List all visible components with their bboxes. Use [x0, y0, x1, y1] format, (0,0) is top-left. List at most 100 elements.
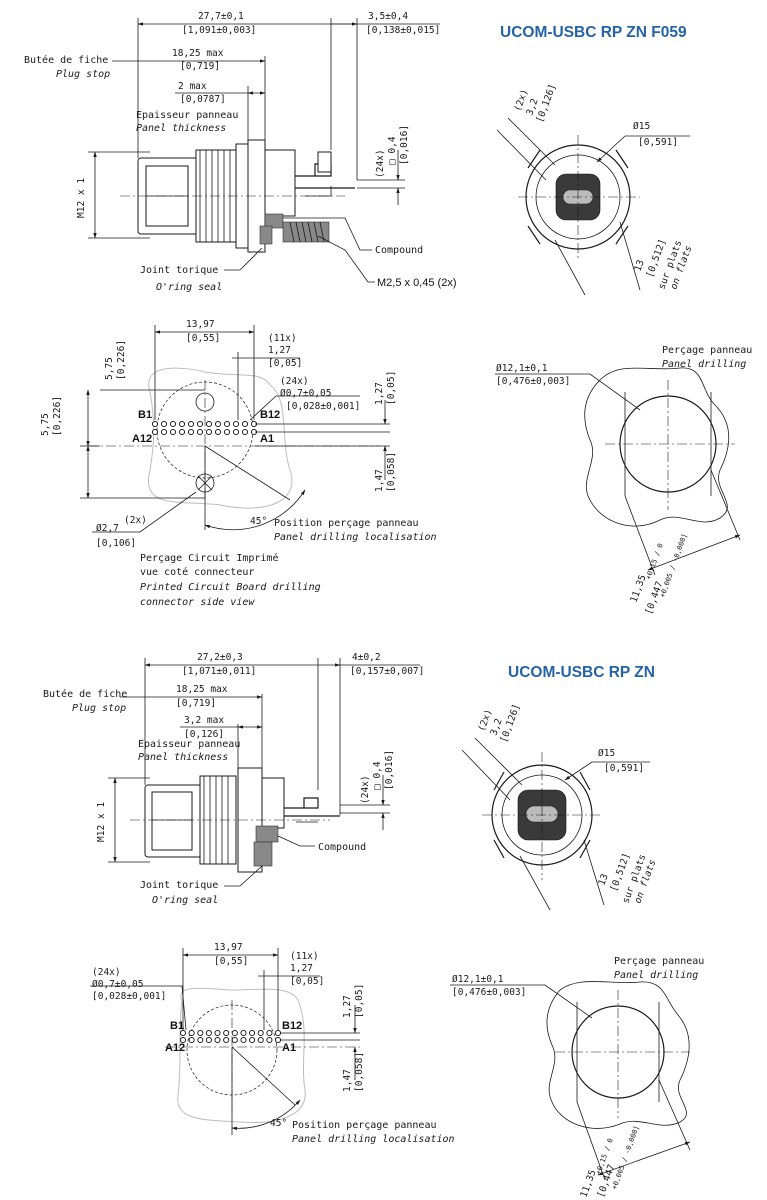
- bottom-overall-dim: 27,2±0,3: [197, 652, 243, 663]
- top-panelthick-label-en: Panel thickness: [136, 123, 226, 134]
- pcb-hole: [231, 1036, 238, 1044]
- top-pcb-position-en: Panel drilling localisation: [274, 532, 437, 543]
- pcb-hole: [178, 428, 186, 436]
- bottom-overall-dim-in: [1,071±0,011]: [182, 666, 256, 677]
- title-bottom: UCOM-USBC RP ZN: [508, 664, 655, 681]
- top-pcb-caption-2: vue coté connecteur: [140, 566, 254, 578]
- top-plugstop-dim-in: [0,719]: [180, 61, 220, 72]
- pcb-hole: [214, 420, 222, 428]
- pcb-hole: [188, 1036, 195, 1044]
- pcb-hole: [231, 1029, 238, 1037]
- top-pcb-pitch-count: (11x): [268, 333, 297, 344]
- pcb-hole: [178, 420, 186, 428]
- top-pin-b12: B12: [260, 409, 280, 421]
- bottom-panel-drilling: Perçage panneau Panel drilling Ø12,1±0,1…: [450, 956, 704, 1199]
- pcb-hole: [241, 428, 249, 436]
- pcb-hole: [169, 428, 177, 436]
- bottom-panelthick-dim-in: [0,126]: [184, 729, 224, 740]
- top-pcb-hole-dia: Ø0,7±0,05: [280, 388, 331, 399]
- bottom-oring-label-en: O'ring seal: [152, 895, 218, 906]
- top-side-view: 27,7±0,1 [1,091±0,003] 3,5±0,4 [0,138±0,…: [24, 11, 456, 293]
- pcb-hole: [160, 428, 168, 436]
- pcb-hole: [151, 420, 159, 428]
- pcb-hole: [214, 428, 222, 436]
- bottom-front-dia-in: [0,591]: [604, 763, 644, 774]
- top-pcb-drilling: 13,97 [0,55] (11x) 1,27 [0,05] 5,75 [0,2…: [40, 319, 437, 608]
- bottom-panel-dia-in: [0,476±0,003]: [452, 987, 526, 998]
- pcb-hole: [223, 1036, 230, 1044]
- top-pin-a12: A12: [132, 433, 152, 445]
- top-front-dia-in: [0,591]: [638, 137, 678, 148]
- top-overall-dim-in: [1,091±0,003]: [182, 25, 256, 36]
- title-top: UCOM-USBC RP ZN F059: [500, 24, 687, 41]
- top-compound-label: Compound: [375, 245, 423, 256]
- bottom-pcb-pitch-total-in: [0,55]: [214, 956, 248, 967]
- top-pin-protrusion-dim: 3,5±0,4: [368, 11, 408, 22]
- pcb-hole: [257, 1029, 264, 1037]
- top-pcb-row-off: 5,75: [104, 357, 115, 380]
- pcb-hole: [232, 420, 240, 428]
- bottom-oring-label: Joint torique: [140, 880, 218, 891]
- bottom-side-view: 27,2±0,3 [1,071±0,011] 4±0,2 [0,157±0,00…: [43, 652, 424, 906]
- pcb-hole: [240, 1036, 247, 1044]
- bottom-panelthick-label: Epaisseur panneau: [138, 739, 240, 750]
- top-pcb-row-off2: 5,75: [40, 413, 51, 436]
- top-panel-dia-in: [0,476±0,003]: [496, 376, 570, 387]
- pcb-hole: [187, 420, 195, 428]
- top-pcb-row-pitch: 1,27: [374, 382, 385, 405]
- top-pin-protrusion-dim-in: [0,138±0,015]: [366, 25, 440, 36]
- pcb-hole: [187, 428, 195, 436]
- pcb-hole: [188, 1029, 195, 1037]
- bottom-pin-square: □ 0,4: [372, 761, 383, 790]
- bottom-pcb-drilling: 13,97 [0,55] (11x) 1,27 [0,05] 1,27 [0,0…: [90, 942, 455, 1145]
- bottom-pcb-row-bottom-in: [0,058]: [354, 1052, 365, 1092]
- bottom-panel-title-en: Panel drilling: [614, 970, 698, 981]
- top-pcb-pitch-total: 13,97: [186, 319, 215, 330]
- top-overall-dim: 27,7±0,1: [198, 11, 244, 22]
- pcb-hole: [274, 1029, 282, 1037]
- top-pcb-row-bottom-in: [0,058]: [386, 452, 397, 492]
- top-panel-drilling: Perçage panneau Panel drilling Ø12,1±0,1…: [495, 345, 752, 616]
- pcb-hole: [214, 1036, 221, 1044]
- top-pcb-row-off-in: [0,226]: [116, 340, 127, 380]
- bottom-pcb-hole-dia-in: [0,028±0,001]: [92, 991, 166, 1002]
- bottom-pcb-row-pitch-in: [0,05]: [354, 984, 365, 1018]
- pcb-hole: [179, 1036, 187, 1044]
- bottom-plugstop-dim: 18,25 max: [176, 684, 228, 695]
- top-panel-flats-in-tol: +0,005 / -0,000]: [658, 533, 689, 599]
- bottom-pin-square-in: [0,016]: [384, 750, 395, 790]
- bottom-pin-b12: B12: [282, 1020, 302, 1032]
- top-screw-label: M2,5 x 0,45 (2x): [377, 277, 456, 289]
- top-pin-count: (24x): [375, 149, 386, 178]
- bottom-plugstop-label: Butée de fiche: [43, 688, 127, 700]
- top-pcb-row-off2-in: [0,226]: [52, 396, 63, 436]
- top-pin-a1: A1: [260, 433, 274, 445]
- top-pcb-pitch-total-in: [0,55]: [186, 333, 220, 344]
- top-front-view: (2x) 3,2 [0,126] Ø15 [0,591] 13 [0,512] …: [496, 83, 694, 296]
- top-pcb-peg-dia: Ø2,7: [96, 523, 119, 534]
- pcb-hole: [205, 428, 213, 436]
- pcb-hole: [197, 1029, 204, 1037]
- top-oring-label: Joint torique: [140, 265, 218, 276]
- top-pcb-peg-count: (2x): [124, 515, 147, 526]
- bottom-plugstop-dim-in: [0,719]: [176, 698, 216, 709]
- bottom-panel-title: Perçage panneau: [614, 956, 704, 967]
- pcb-hole: [223, 428, 231, 436]
- bottom-panelthick-label-en: Panel thickness: [138, 752, 228, 763]
- top-plugstop-label-en: Plug stop: [56, 69, 110, 80]
- top-panel-title: Perçage panneau: [662, 345, 752, 356]
- bottom-pcb-pitch-total: 13,97: [214, 942, 243, 953]
- top-thread-dim: M12 x 1: [76, 178, 87, 218]
- top-pcb-peg-dia-in: [0,106]: [96, 538, 136, 549]
- top-oring-label-en: O'ring seal: [156, 282, 222, 293]
- pcb-hole: [223, 1029, 230, 1037]
- pcb-hole: [169, 420, 177, 428]
- top-panelthick-dim: 2 max: [178, 81, 207, 92]
- pcb-hole: [232, 428, 240, 436]
- bottom-pin-protrusion-dim-in: [0,157±0,007]: [350, 666, 424, 677]
- top-panel-title-en: Panel drilling: [662, 359, 746, 370]
- top-pcb-holes: [151, 420, 258, 436]
- bottom-pcb-row-pitch: 1,27: [342, 995, 353, 1018]
- bottom-pcb-position-en: Panel drilling localisation: [292, 1134, 455, 1145]
- bottom-pcb-holes: [179, 1029, 282, 1044]
